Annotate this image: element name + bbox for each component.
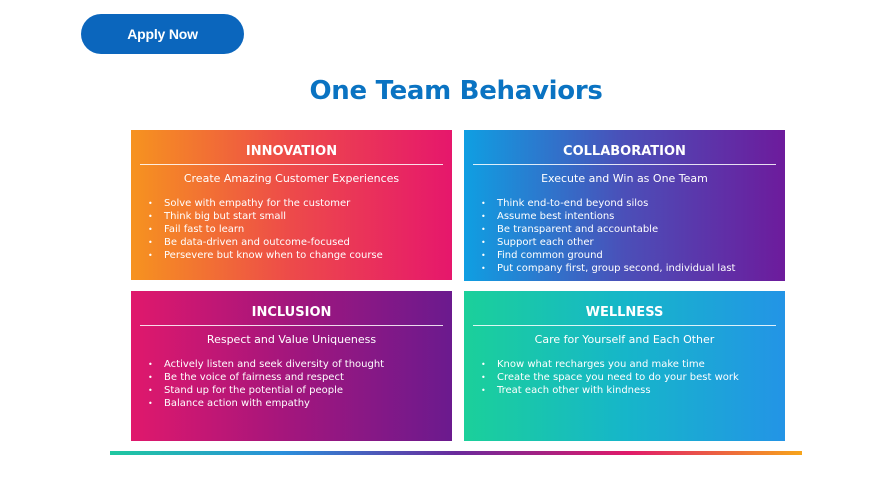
card-title: WELLNESS xyxy=(585,305,664,320)
list-item-text: Think big but start small xyxy=(164,211,287,222)
bullet-icon: • xyxy=(481,199,486,208)
card-divider xyxy=(473,164,776,165)
list-item-text: Balance action with empathy xyxy=(164,398,310,409)
gradient-divider xyxy=(110,451,802,455)
list-item: • Think big but start small xyxy=(148,210,383,223)
innovation-card: INNOVATION Create Amazing Customer Exper… xyxy=(131,130,452,280)
bullet-icon: • xyxy=(148,238,153,247)
behavior-list: • Think end-to-end beyond silos • Assume b… xyxy=(481,197,735,275)
card-divider xyxy=(473,325,776,326)
list-item: • Find common ground xyxy=(481,249,735,262)
bullet-icon: • xyxy=(481,251,486,260)
list-item-text: Treat each other with kindness xyxy=(497,385,651,396)
list-item: • Balance action with empathy xyxy=(148,397,384,410)
list-item-text: Think end-to-end beyond silos xyxy=(497,198,649,209)
card-title: COLLABORATION xyxy=(563,144,686,159)
list-item: • Know what recharges you and make time xyxy=(481,358,739,371)
bullet-icon: • xyxy=(481,373,486,382)
list-item: • Be transparent and accountable xyxy=(481,223,735,236)
behavior-list: • Solve with empathy for the customer • Th… xyxy=(148,197,383,262)
list-item-text: Be the voice of fairness and respect xyxy=(164,372,344,383)
list-item-text: Create the space you need to do your bes… xyxy=(497,372,739,383)
wellness-card: WELLNESS Care for Yourself and Each Othe… xyxy=(464,291,785,441)
list-item-text: Persevere but know when to change course xyxy=(164,250,383,261)
bullet-icon: • xyxy=(148,399,153,408)
list-item: • Be data-driven and outcome-focused xyxy=(148,236,383,249)
list-item: • Solve with empathy for the customer xyxy=(148,197,383,210)
bullet-icon: • xyxy=(481,225,486,234)
list-item-text: Know what recharges you and make time xyxy=(497,359,705,370)
card-divider xyxy=(140,325,443,326)
page-title: One Team Behaviors xyxy=(309,76,603,106)
bullet-icon: • xyxy=(148,251,153,260)
card-divider xyxy=(140,164,443,165)
bullet-icon: • xyxy=(481,264,486,273)
list-item: • Stand up for the potential of people xyxy=(148,384,384,397)
bullet-icon: • xyxy=(481,212,486,221)
card-subtitle: Create Amazing Customer Experiences xyxy=(183,172,400,185)
list-item: • Assume best intentions xyxy=(481,210,735,223)
list-item-text: Support each other xyxy=(497,237,594,248)
card-subtitle: Respect and Value Uniqueness xyxy=(206,333,377,346)
list-item: • Be the voice of fairness and respect xyxy=(148,371,384,384)
card-title: INCLUSION xyxy=(251,305,332,320)
behavior-list: • Actively listen and seek diversity of t… xyxy=(148,358,384,410)
card-title: INNOVATION xyxy=(245,144,338,159)
list-item-text: Solve with empathy for the customer xyxy=(164,198,351,209)
list-item: • Fail fast to learn xyxy=(148,223,383,236)
list-item-text: Put company first, group second, individ… xyxy=(497,263,736,274)
bullet-icon: • xyxy=(481,386,486,395)
bullet-icon: • xyxy=(148,373,153,382)
apply-now-button[interactable]: Apply Now xyxy=(81,14,244,54)
bullet-icon: • xyxy=(148,199,153,208)
inclusion-card: INCLUSION Respect and Value Uniqueness •… xyxy=(131,291,452,441)
bullet-icon: • xyxy=(148,212,153,221)
list-item: • Put company first, group second, indivi… xyxy=(481,262,735,275)
list-item: • Persevere but know when to change cours… xyxy=(148,249,383,262)
list-item-text: Be data-driven and outcome-focused xyxy=(164,237,350,248)
list-item-text: Stand up for the potential of people xyxy=(164,385,344,396)
bullet-icon: • xyxy=(148,225,153,234)
list-item: • Think end-to-end beyond silos xyxy=(481,197,735,210)
list-item-text: Actively listen and seek diversity of th… xyxy=(164,359,385,370)
list-item-text: Fail fast to learn xyxy=(164,224,245,235)
list-item-text: Be transparent and accountable xyxy=(497,224,659,235)
card-subtitle: Execute and Win as One Team xyxy=(541,172,708,185)
list-item-text: Assume best intentions xyxy=(497,211,615,222)
bullet-icon: • xyxy=(148,360,153,369)
behavior-list: • Know what recharges you and make time •… xyxy=(481,358,739,397)
collaboration-card: COLLABORATION Execute and Win as One Tea… xyxy=(464,130,785,281)
list-item: • Create the space you need to do your be… xyxy=(481,371,739,384)
list-item-text: Find common ground xyxy=(497,250,603,261)
bullet-icon: • xyxy=(148,386,153,395)
bullet-icon: • xyxy=(481,238,486,247)
list-item: • Actively listen and seek diversity of t… xyxy=(148,358,384,371)
bullet-icon: • xyxy=(481,360,486,369)
list-item: • Support each other xyxy=(481,236,735,249)
card-subtitle: Care for Yourself and Each Other xyxy=(534,333,715,346)
list-item: • Treat each other with kindness xyxy=(481,384,739,397)
